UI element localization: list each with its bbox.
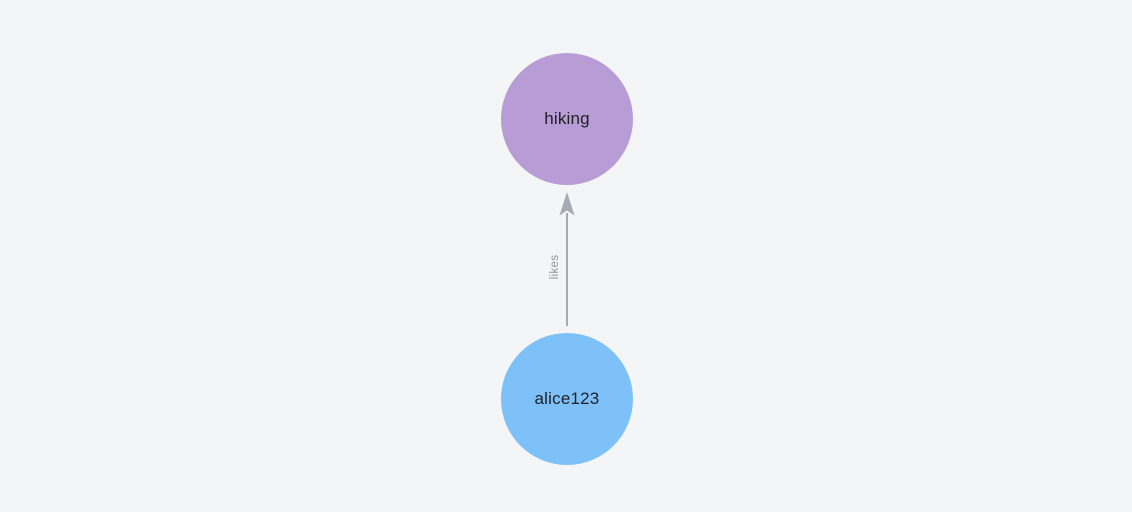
edge-label-likes: likes [549,254,561,280]
node-label: hiking [544,109,590,128]
node-label: alice123 [534,389,600,408]
edge-arrowhead-icon [559,192,575,216]
node-hiking[interactable]: hiking [501,53,633,185]
node-alice123[interactable]: alice123 [501,333,633,465]
